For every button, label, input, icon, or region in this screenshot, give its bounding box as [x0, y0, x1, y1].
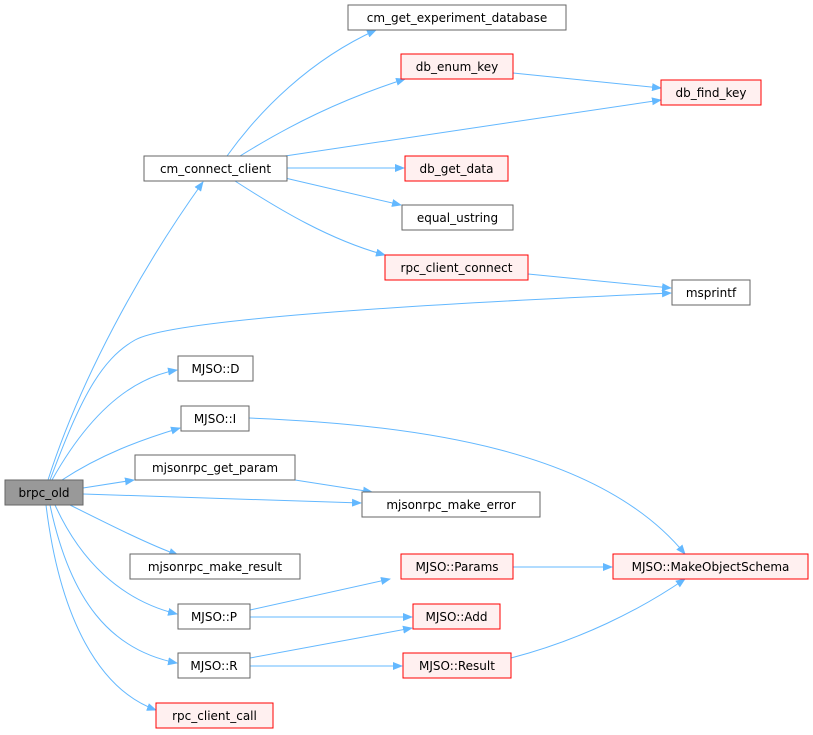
node-cm-get-experiment-database[interactable]: cm_get_experiment_database [347, 4, 567, 31]
edge-brpc-make_error [82, 493, 362, 507]
edges [45, 29, 686, 711]
node-label: mjsonrpc_make_result [148, 560, 283, 574]
node-label: MJSO::Params [415, 560, 498, 574]
node-label: cm_connect_client [160, 162, 271, 176]
node-mjso-r[interactable]: MJSO::R [177, 652, 251, 679]
node-db-get-data[interactable]: db_get_data [404, 155, 509, 182]
node-label: MJSO::R [190, 659, 237, 673]
node-mjso-params[interactable]: MJSO::Params [400, 553, 514, 580]
edge-mjso_r-add [249, 625, 413, 659]
node-label: MJSO::Add [425, 610, 487, 624]
node-rpc-client-call[interactable]: rpc_client_call [155, 702, 274, 729]
edge-brpc-rpc_client_call [45, 504, 157, 711]
edge-brpc-msprintf [49, 289, 672, 481]
edge-brpc-mjso_p [54, 504, 178, 616]
edge-ccc-db_find_key [284, 97, 662, 157]
node-label: brpc_old [18, 486, 69, 500]
node-mjso-i[interactable]: MJSO::I [180, 405, 250, 432]
edge-brpc-mjso_i [61, 426, 181, 481]
node-mjsonrpc-make-result[interactable]: mjsonrpc_make_result [129, 553, 301, 580]
node-label: MJSO::P [191, 610, 237, 624]
node-msprintf[interactable]: msprintf [671, 279, 751, 306]
edge-ccc-equal_ustring [284, 177, 402, 207]
edge-mjso_i-make_object_schema [248, 417, 686, 555]
node-cm-connect-client[interactable]: cm_connect_client [143, 155, 288, 182]
nodes: brpc_old cm_connect_client cm_get_experi… [4, 4, 809, 729]
edge-brpc-mjso_r [49, 504, 178, 666]
edge-get_param-make_error [294, 479, 373, 495]
edge-db_enum_key-db_find_key [512, 72, 662, 92]
edge-brpc-get_param [82, 477, 135, 489]
node-label: msprintf [686, 286, 737, 300]
edge-mjso_p-params [249, 577, 391, 611]
node-label: db_find_key [675, 86, 746, 100]
node-label: MJSO::I [194, 412, 236, 426]
node-db-find-key[interactable]: db_find_key [660, 79, 762, 106]
node-mjso-add[interactable]: MJSO::Add [412, 603, 501, 630]
node-mjso-d[interactable]: MJSO::D [177, 355, 254, 382]
node-label: MJSO::MakeObjectSchema [632, 560, 790, 574]
edge-brpc-cm_connect_client [47, 181, 204, 481]
edge-brpc-mjso_d [51, 367, 178, 481]
node-label: db_get_data [420, 162, 494, 176]
node-brpc-old[interactable]: brpc_old [4, 479, 84, 506]
node-mjsonrpc-make-error[interactable]: mjsonrpc_make_error [361, 491, 541, 518]
node-label: MJSO::Result [419, 659, 495, 673]
edge-result-make_object_schema [510, 578, 686, 659]
node-rpc-client-connect[interactable]: rpc_client_connect [384, 254, 529, 281]
edge-ccc-cm_get_exp_db [226, 29, 377, 157]
node-db-enum-key[interactable]: db_enum_key [400, 53, 514, 80]
edge-brpc-make_result [69, 504, 179, 556]
edge-ccc-rpc_client_connect [234, 180, 386, 257]
edge-ccc-db_enum_key [239, 77, 406, 157]
node-label: mjsonrpc_get_param [152, 461, 278, 475]
node-label: cm_get_experiment_database [367, 11, 548, 25]
node-equal-ustring[interactable]: equal_ustring [401, 204, 514, 231]
edge-rpc_client_connect-msprintf [527, 273, 672, 292]
node-label: rpc_client_call [172, 709, 257, 723]
node-label: equal_ustring [417, 211, 498, 225]
node-label: db_enum_key [416, 60, 499, 74]
node-label: mjsonrpc_make_error [386, 498, 515, 512]
node-label: rpc_client_connect [401, 261, 513, 275]
node-mjsonrpc-get-param[interactable]: mjsonrpc_get_param [134, 454, 296, 481]
node-mjso-p[interactable]: MJSO::P [177, 603, 251, 630]
node-mjso-make-object-schema[interactable]: MJSO::MakeObjectSchema [612, 553, 809, 580]
node-label: MJSO::D [191, 362, 239, 376]
node-mjso-result[interactable]: MJSO::Result [402, 652, 512, 679]
